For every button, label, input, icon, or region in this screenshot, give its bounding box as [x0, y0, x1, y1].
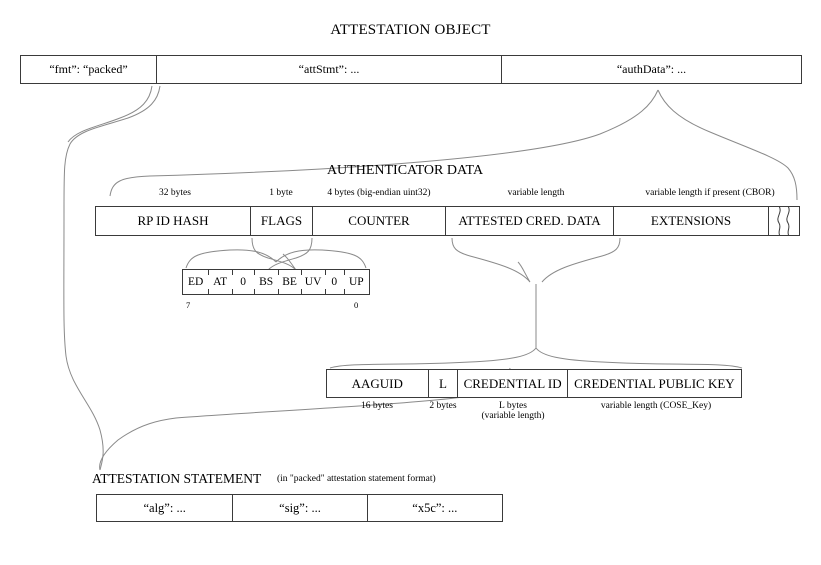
field-aaguid[interactable]: AAGUID: [327, 370, 429, 397]
field-credential-public-key[interactable]: CREDENTIAL PUBLIC KEY: [574, 375, 735, 391]
field-counter[interactable]: COUNTER: [313, 207, 446, 235]
flag-bit-up[interactable]: UP: [343, 270, 369, 294]
flags-msb-index: 7: [186, 300, 191, 310]
truncation-break-icon: [769, 207, 799, 235]
flag-bit-rfu-1[interactable]: 0: [324, 270, 344, 294]
size-label-flags: 1 byte: [269, 188, 293, 198]
attestation-statement-note: (in "packed" attestation statement forma…: [277, 474, 436, 484]
flag-bit-rfu-5[interactable]: 0: [231, 270, 255, 294]
size-label-attestedcreddata: variable length: [507, 188, 565, 198]
attestation-object-row: “fmt”: “packed” “attStmt”: ... “authData…: [20, 55, 802, 84]
authenticator-data-row: RP ID HASH FLAGS COUNTER ATTESTED CRED. …: [95, 206, 800, 236]
field-credential-id-length[interactable]: L: [429, 370, 459, 397]
size-label-credential-id-note: (variable length): [481, 411, 545, 421]
size-label-credential-id: L bytes: [499, 401, 527, 411]
page-title: ATTESTATION OBJECT: [330, 22, 491, 38]
flag-bit-at[interactable]: AT: [208, 270, 231, 294]
attested-credential-data-row: AAGUID L CREDENTIAL ID CREDENTIAL PUBLIC…: [326, 369, 742, 398]
field-alg[interactable]: “alg”: ...: [97, 495, 234, 521]
flag-bit-uv[interactable]: UV: [301, 270, 324, 294]
field-fmt[interactable]: “fmt”: “packed”: [21, 56, 157, 83]
size-label-extensions: variable length if present (CBOR): [645, 188, 775, 198]
field-flags[interactable]: FLAGS: [251, 207, 313, 235]
size-label-credential-id-length: 2 bytes: [429, 401, 457, 411]
attestation-statement-row: “alg”: ... “sig”: ... “x5c”: ...: [96, 494, 503, 522]
flags-lsb-index: 0: [354, 300, 359, 310]
field-credential-id[interactable]: CREDENTIAL ID: [458, 370, 568, 397]
field-attstmt[interactable]: “attStmt”: ...: [157, 56, 502, 83]
field-authdata[interactable]: “authData”: ...: [616, 62, 687, 76]
authenticator-data-title: AUTHENTICATOR DATA: [326, 163, 484, 178]
field-attested-cred-data[interactable]: ATTESTED CRED. DATA: [446, 207, 614, 235]
flag-bit-be[interactable]: BE: [277, 270, 301, 294]
flag-bit-ed[interactable]: ED: [188, 276, 204, 288]
flag-bit-bs[interactable]: BS: [254, 270, 277, 294]
flags-bit-box: ED AT 0 BS BE UV 0 UP: [182, 269, 370, 295]
size-label-credential-public-key: variable length (COSE_Key): [600, 401, 712, 411]
size-label-counter: 4 bytes (big-endian uint32): [327, 188, 431, 198]
field-sig[interactable]: “sig”: ...: [233, 495, 368, 521]
size-label-aaguid: 16 bytes: [361, 401, 393, 411]
field-rp-id-hash[interactable]: RP ID HASH: [96, 207, 251, 235]
field-extensions[interactable]: EXTENSIONS: [614, 207, 769, 235]
attestation-statement-title: ATTESTATION STATEMENT: [92, 471, 262, 486]
size-label-rpidhash: 32 bytes: [159, 188, 191, 198]
field-x5c[interactable]: “x5c”: ...: [412, 500, 458, 515]
